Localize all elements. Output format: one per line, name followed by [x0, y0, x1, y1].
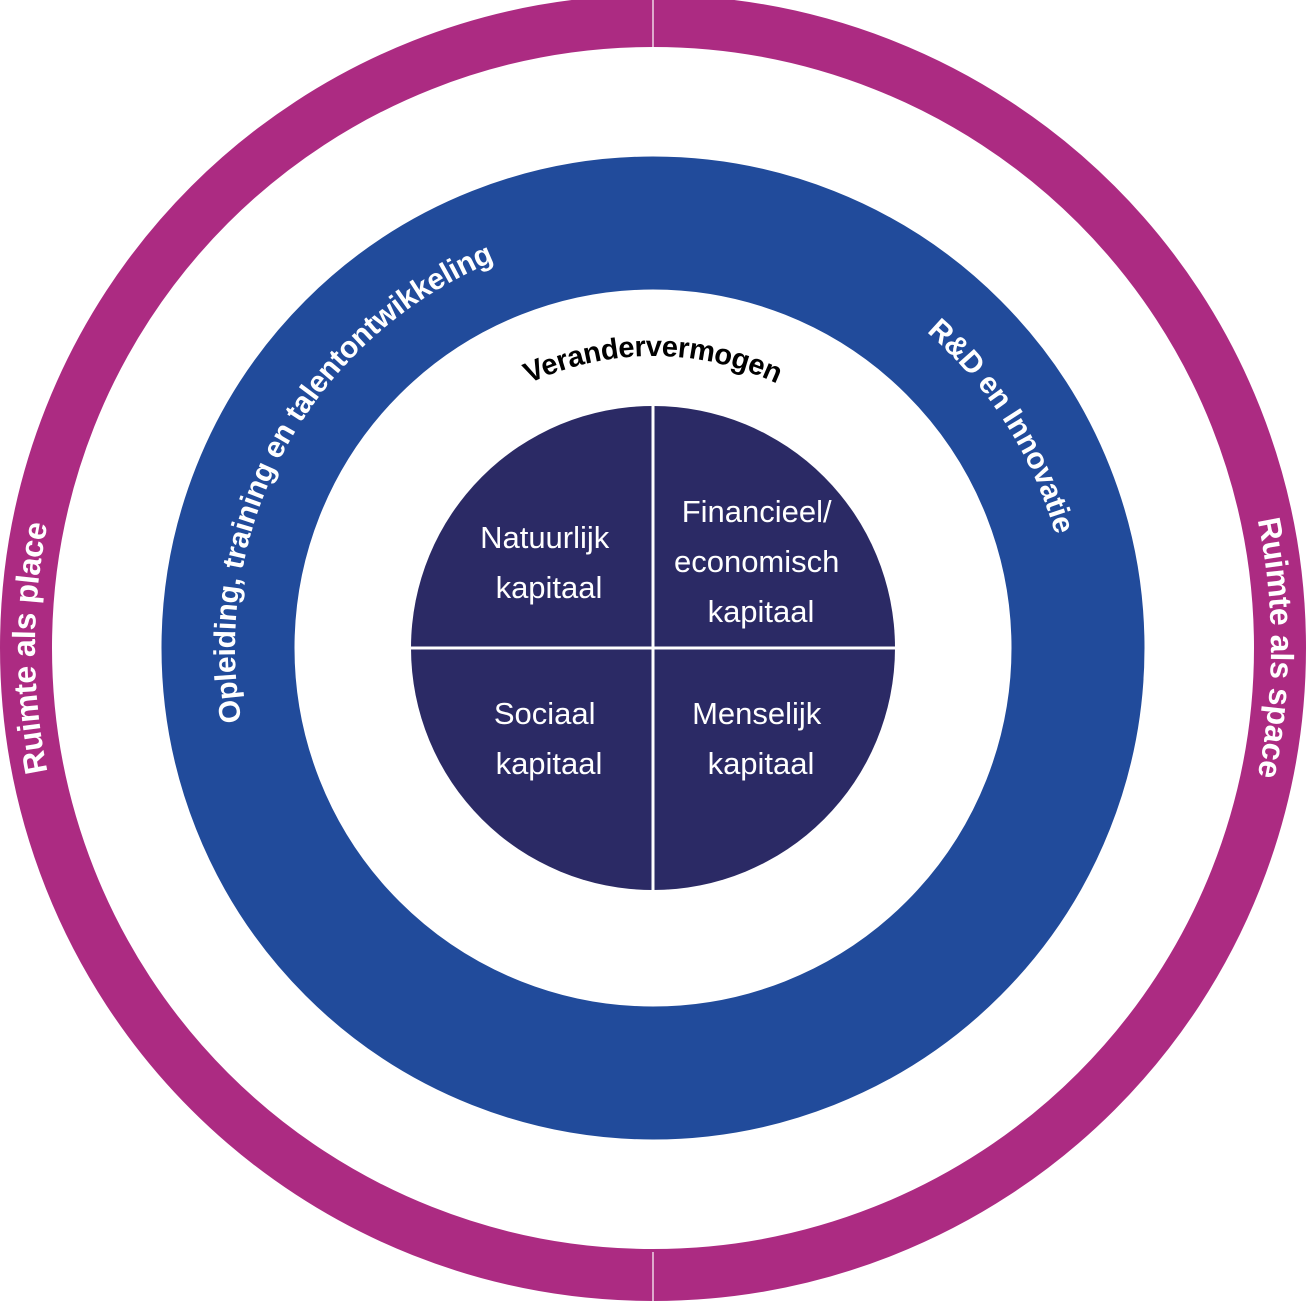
quadrant-bottom-right: Menselijk kapitaal: [692, 696, 830, 781]
quadrant-bottom-left: Sociaal kapitaal: [494, 696, 604, 781]
quadrant-label-line: Financieel/ economisch kapitaal: [674, 494, 848, 629]
quadrant-label-line: Sociaal kapitaal: [494, 696, 604, 781]
quadrant-label-line: Natuurlijk kapitaal: [480, 520, 618, 605]
inner-ring-label: Verandervermogen: [519, 331, 787, 390]
middle-ring: [161, 156, 1145, 1140]
quadrant-top-left: Natuurlijk kapitaal: [480, 520, 618, 605]
quadrant-top-right: Financieel/ economisch kapitaal: [674, 494, 848, 629]
quadrant-label-line: Menselijk kapitaal: [692, 696, 830, 781]
